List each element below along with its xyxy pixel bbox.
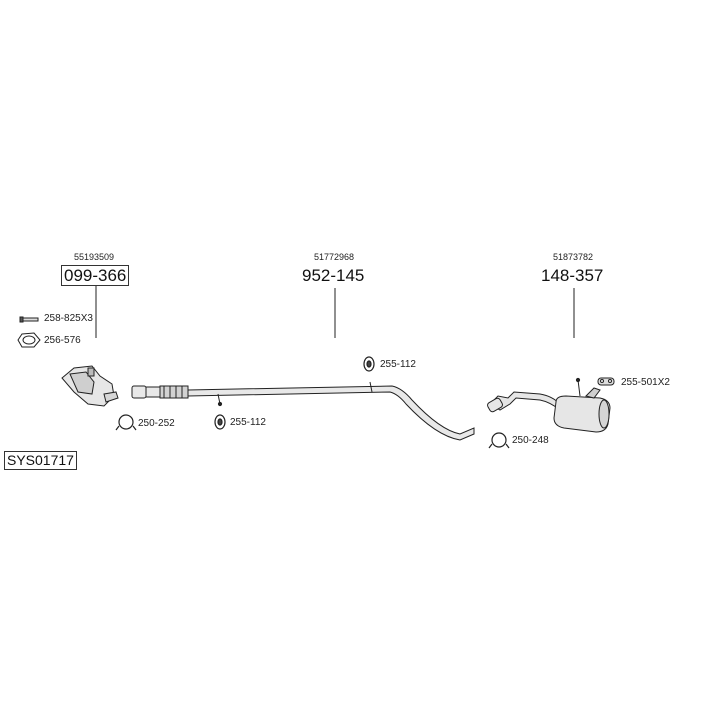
catalytic-converter-part[interactable] [61, 365, 119, 407]
part-number-catalyst[interactable]: 099-366 [61, 265, 130, 286]
accessory-label-mount-front[interactable]: 255-112 [230, 417, 266, 428]
accessory-label-hanger[interactable]: 255-501X2 [621, 377, 670, 388]
part-number-middle-pipe[interactable]: 952-145 [302, 266, 365, 285]
oe-number-rear-silencer: 51873782 [553, 252, 594, 262]
accessory-label-mount-middle[interactable]: 255-112 [380, 359, 416, 370]
gasket-icon [17, 332, 41, 348]
oe-number-middle-pipe: 51772968 [314, 252, 355, 262]
oe-number-catalyst: 55193509 [74, 252, 115, 262]
hanger-icon [597, 377, 615, 386]
part-number-rear-silencer[interactable]: 148-357 [541, 266, 604, 285]
accessory-label-gasket[interactable]: 256-576 [44, 335, 81, 346]
clamp-icon [115, 414, 137, 431]
bolt-icon [19, 316, 39, 323]
accessory-label-clamp-rear[interactable]: 250-248 [512, 435, 549, 446]
rubber-mount-icon [363, 356, 375, 372]
clamp-icon [488, 432, 510, 449]
system-code: SYS01717 [4, 451, 77, 470]
accessory-label-bolt[interactable]: 258-825X3 [44, 313, 93, 324]
rear-silencer-part[interactable] [486, 377, 611, 433]
middle-pipe-part[interactable] [131, 381, 475, 441]
accessory-label-clamp-front[interactable]: 250-252 [138, 418, 175, 429]
rubber-mount-icon [214, 414, 226, 430]
